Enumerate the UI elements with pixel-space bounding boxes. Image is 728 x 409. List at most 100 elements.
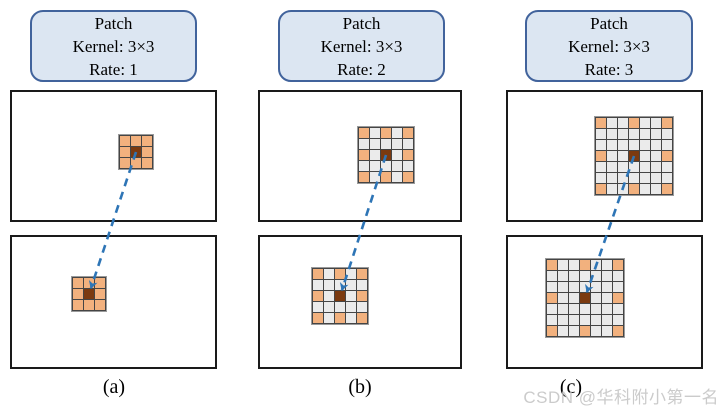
empty-cell <box>324 302 334 312</box>
sampled-cell <box>335 269 345 279</box>
empty-cell <box>569 282 579 292</box>
empty-cell <box>591 293 601 303</box>
empty-cell <box>357 280 367 290</box>
empty-cell <box>602 304 612 314</box>
empty-cell <box>629 173 639 183</box>
sampled-cell <box>613 260 623 270</box>
empty-cell <box>324 291 334 301</box>
sampled-cell <box>120 158 130 168</box>
sampled-cell <box>95 278 105 288</box>
empty-cell <box>651 140 661 150</box>
empty-cell <box>558 293 568 303</box>
empty-cell <box>558 315 568 325</box>
center-cell <box>84 289 94 299</box>
empty-cell <box>618 162 628 172</box>
empty-cell <box>357 302 367 312</box>
empty-cell <box>569 315 579 325</box>
column-label-a: (a) <box>102 376 126 398</box>
empty-cell <box>313 302 323 312</box>
empty-cell <box>392 161 402 171</box>
empty-cell <box>370 150 380 160</box>
empty-cell <box>618 173 628 183</box>
sampled-cell <box>613 293 623 303</box>
sampled-cell <box>613 326 623 336</box>
empty-cell <box>403 161 413 171</box>
empty-cell <box>558 282 568 292</box>
sampled-cell <box>359 172 369 182</box>
sampled-cell <box>357 269 367 279</box>
empty-cell <box>602 293 612 303</box>
patch-grid-c-bottom <box>546 259 624 337</box>
empty-cell <box>381 139 391 149</box>
badge-line-rate: Rate: 3 <box>584 59 634 79</box>
empty-cell <box>580 282 590 292</box>
badge-line-patch: Patch <box>94 13 133 33</box>
sampled-cell <box>403 172 413 182</box>
center-cell <box>629 151 639 161</box>
sampled-cell <box>596 184 606 194</box>
empty-cell <box>591 271 601 281</box>
empty-cell <box>359 161 369 171</box>
sampled-cell <box>662 184 672 194</box>
empty-cell <box>613 271 623 281</box>
empty-cell <box>651 184 661 194</box>
empty-cell <box>580 304 590 314</box>
empty-cell <box>403 139 413 149</box>
empty-cell <box>335 302 345 312</box>
badge-line-kernel: Kernel: 3×3 <box>320 36 403 56</box>
empty-cell <box>607 118 617 128</box>
empty-cell <box>607 173 617 183</box>
empty-cell <box>569 293 579 303</box>
sampled-cell <box>120 147 130 157</box>
empty-cell <box>629 162 639 172</box>
sampled-cell <box>629 118 639 128</box>
empty-cell <box>618 129 628 139</box>
empty-cell <box>629 140 639 150</box>
empty-cell <box>651 162 661 172</box>
badge-line-patch: Patch <box>590 13 628 33</box>
patch-info-badge-b: Patch Kernel: 3×3 Rate: 2 <box>278 10 445 82</box>
empty-cell <box>640 162 650 172</box>
empty-cell <box>324 269 334 279</box>
empty-cell <box>392 139 402 149</box>
empty-cell <box>392 128 402 138</box>
badge-line-patch: Patch <box>342 13 381 33</box>
patch-info-badge-a: Patch Kernel: 3×3 Rate: 1 <box>30 10 197 82</box>
empty-cell <box>596 140 606 150</box>
sampled-cell <box>580 260 590 270</box>
sampled-cell <box>313 269 323 279</box>
column-label-b: (b) <box>348 376 372 398</box>
sampled-cell <box>381 172 391 182</box>
empty-cell <box>596 173 606 183</box>
empty-cell <box>651 118 661 128</box>
empty-cell <box>547 315 557 325</box>
empty-cell <box>392 150 402 160</box>
patch-grid-a-top <box>119 135 153 169</box>
sampled-cell <box>95 289 105 299</box>
empty-cell <box>591 304 601 314</box>
badge-line-rate: Rate: 2 <box>337 59 386 79</box>
sampled-cell <box>596 118 606 128</box>
empty-cell <box>618 118 628 128</box>
sampled-cell <box>95 300 105 310</box>
sampled-cell <box>596 151 606 161</box>
empty-cell <box>569 326 579 336</box>
empty-cell <box>613 315 623 325</box>
sampled-cell <box>359 128 369 138</box>
badge-line-kernel: Kernel: 3×3 <box>568 36 650 56</box>
empty-cell <box>558 260 568 270</box>
sampled-cell <box>335 313 345 323</box>
empty-cell <box>569 271 579 281</box>
empty-cell <box>335 280 345 290</box>
sampled-cell <box>142 158 152 168</box>
sampled-cell <box>120 136 130 146</box>
empty-cell <box>580 315 590 325</box>
empty-cell <box>569 304 579 314</box>
empty-cell <box>662 129 672 139</box>
sampled-cell <box>73 278 83 288</box>
empty-cell <box>547 304 557 314</box>
empty-cell <box>392 172 402 182</box>
empty-cell <box>602 260 612 270</box>
sampled-cell <box>381 128 391 138</box>
